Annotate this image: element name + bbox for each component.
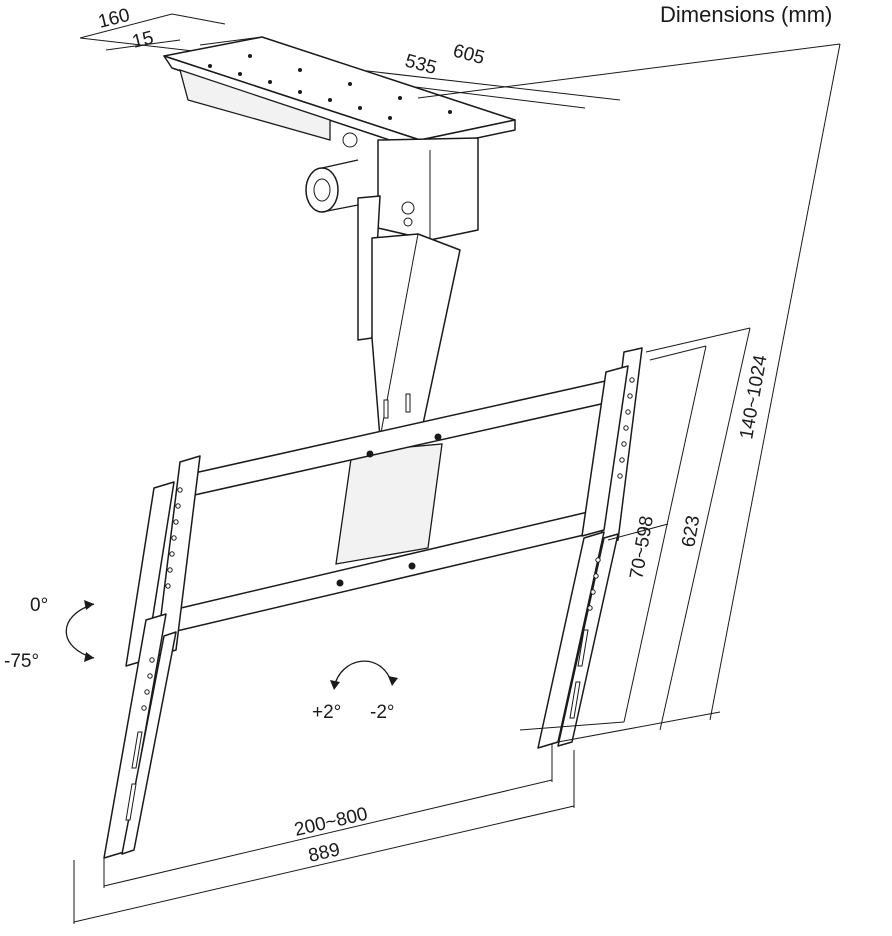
rotation-arrow-icon — [330, 660, 398, 690]
total-height-label: 623 — [678, 514, 704, 549]
plate-width-outer-label: 160 — [96, 5, 132, 33]
motor-housing — [305, 132, 479, 241]
total-width-label: 889 — [306, 839, 342, 867]
tilt-arrow-icon — [65, 600, 95, 662]
tilt-max-label: 0° — [30, 595, 48, 616]
rotation-minus-label: -2° — [370, 702, 395, 723]
width-dimension-lines — [73, 744, 575, 924]
drop-arm — [357, 195, 461, 439]
right-bracket — [537, 347, 643, 749]
ceiling-plate — [163, 36, 516, 151]
height-dimension-lines — [417, 43, 841, 743]
vesa-vertical-label: 70~598 — [626, 514, 658, 581]
plate-width-inner-label: 15 — [130, 27, 156, 52]
left-bracket — [103, 455, 201, 859]
diagram-title: Dimensions (mm) — [660, 2, 832, 27]
vesa-plate — [335, 443, 443, 565]
tilt-min-label: -75° — [4, 651, 39, 672]
plate-length-inner-label: 535 — [403, 51, 439, 79]
vesa-horizontal-label: 200~800 — [292, 804, 369, 841]
rotation-plus-label: +2° — [312, 702, 341, 723]
plate-length-outer-label: 605 — [451, 41, 487, 69]
